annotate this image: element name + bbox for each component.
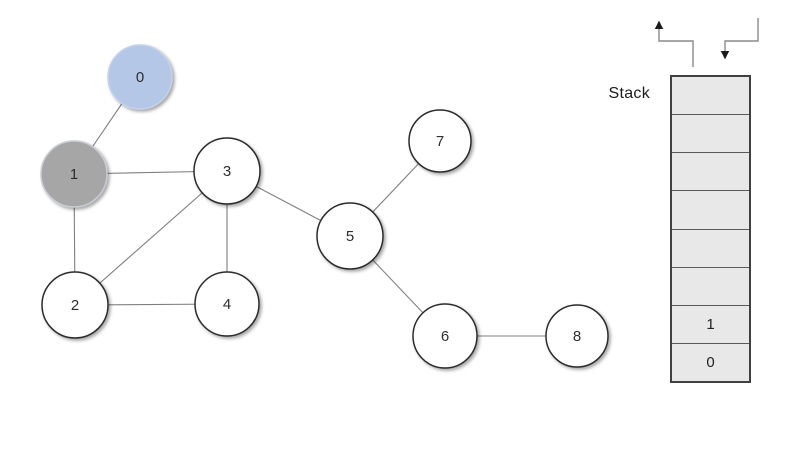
stack-cell [672, 229, 749, 268]
graph-node-circle-4 [194, 271, 260, 337]
graph-node-label-4: 4 [223, 296, 231, 313]
graph-node-label-5: 5 [346, 228, 354, 245]
stack-cell [672, 77, 749, 116]
graph-node-1: 1 [40, 140, 108, 208]
graph-edge-2-3 [74, 170, 228, 306]
stack-cell [672, 267, 749, 306]
graph-node-0: 0 [107, 44, 173, 110]
graph-node-circle-6 [412, 303, 478, 369]
stack-cell: 1 [672, 305, 749, 344]
stack-pop-arrow-icon [654, 20, 694, 67]
stack-cell: 0 [672, 343, 749, 381]
stack-container: 1 0 [670, 75, 751, 383]
graph-node-5: 5 [316, 202, 384, 270]
graph-node-7: 7 [408, 109, 472, 173]
graph-node-6: 6 [412, 303, 478, 369]
graph-node-circle-2 [41, 271, 109, 339]
graph-node-2: 2 [41, 271, 109, 339]
graph-node-label-0: 0 [136, 69, 144, 86]
graph-node-label-1: 1 [70, 166, 78, 183]
graph-node-label-3: 3 [223, 163, 231, 180]
graph-node-circle-7 [408, 109, 472, 173]
graph-node-circle-5 [316, 202, 384, 270]
graph-node-circle-1 [40, 140, 108, 208]
graph-node-label-7: 7 [436, 133, 444, 150]
stack-cell [672, 115, 749, 154]
graph-node-4: 4 [194, 271, 260, 337]
graph-node-3: 3 [193, 137, 261, 205]
stack-cell [672, 153, 749, 192]
graph-node-8: 8 [545, 304, 609, 368]
graph-node-label-8: 8 [573, 328, 581, 345]
graph-node-circle-8 [545, 304, 609, 368]
graph-node-label-6: 6 [441, 328, 449, 345]
graph-node-label-2: 2 [71, 297, 79, 314]
graph-node-circle-3 [193, 137, 261, 205]
graph-node-circle-0 [107, 44, 173, 110]
stack-cell [672, 191, 749, 230]
stack-label: Stack [608, 85, 650, 102]
stack-push-arrow-icon [720, 18, 759, 60]
